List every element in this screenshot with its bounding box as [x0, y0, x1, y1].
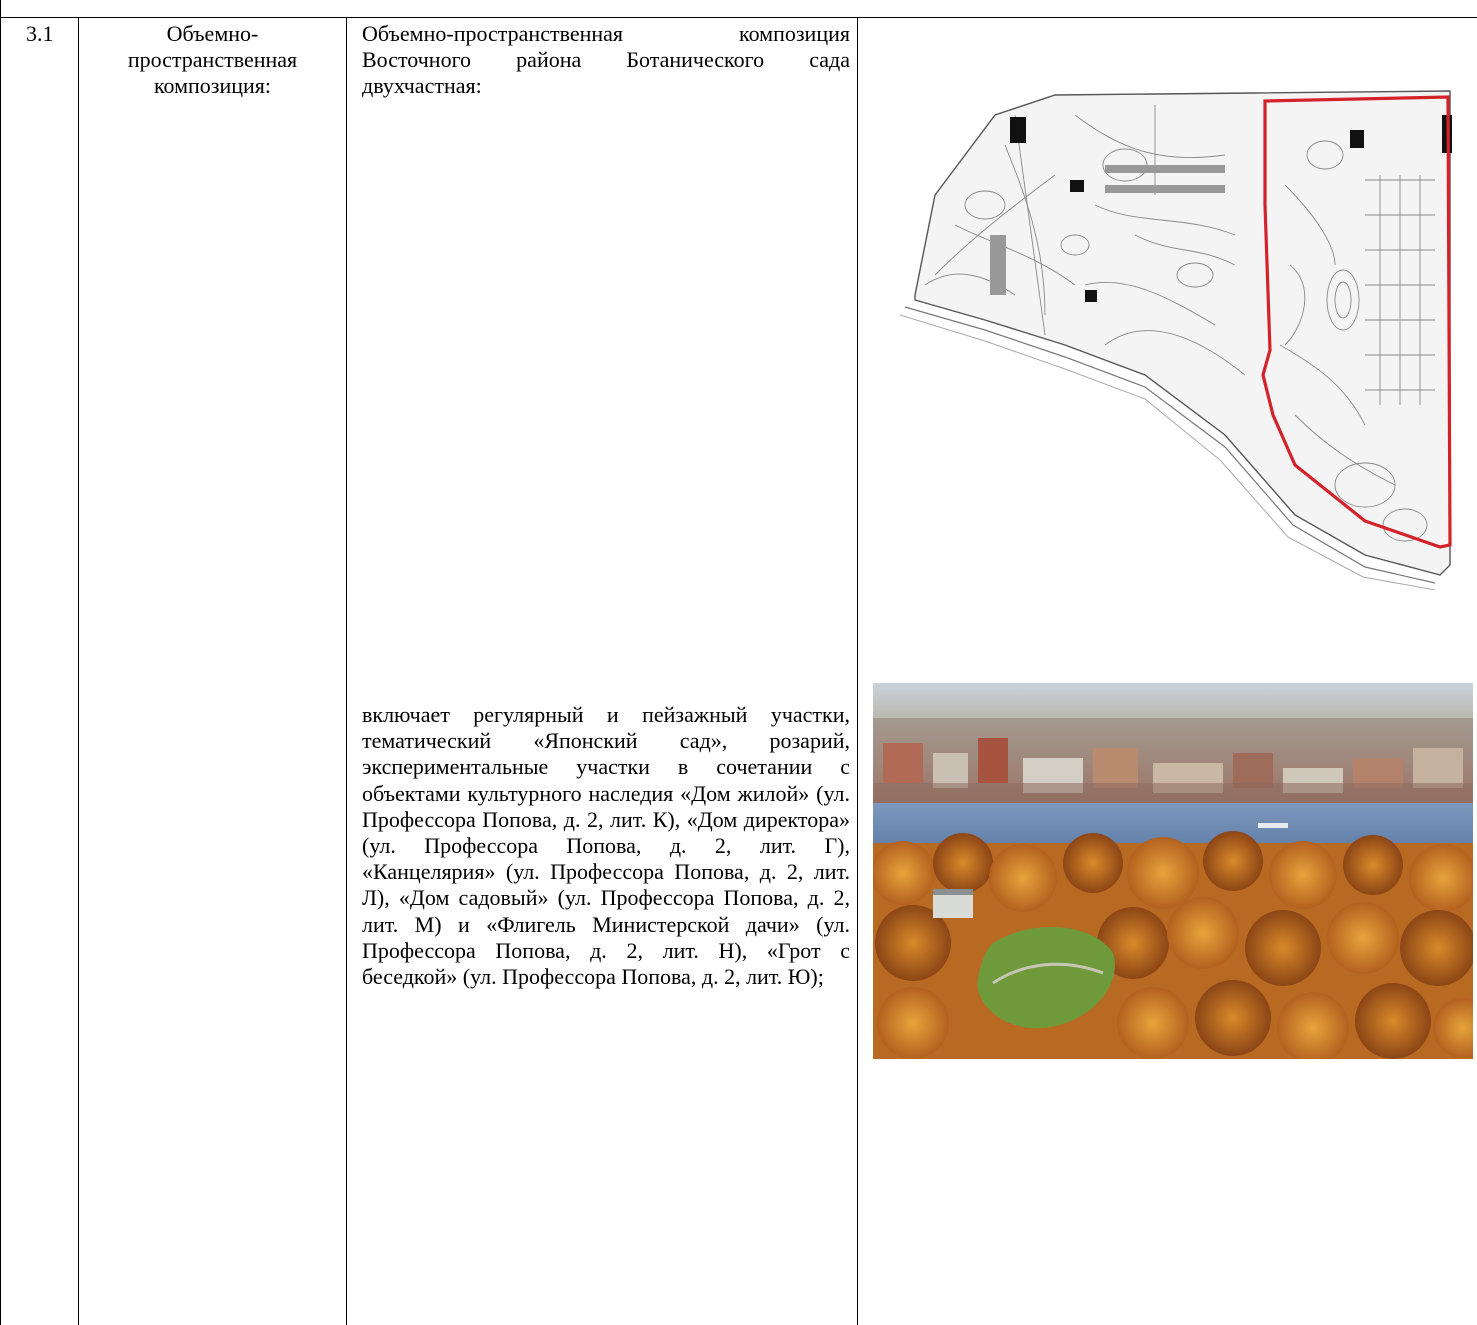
table-left-border — [0, 0, 1, 1325]
river-bank-2 — [899, 314, 1436, 590]
aerial-autumn-photo — [873, 683, 1473, 1059]
photo-boat — [1258, 823, 1288, 828]
description-main-text: включает регулярный и пейзажный участки,… — [362, 702, 850, 990]
plan-greenhouses — [990, 165, 1225, 295]
label-line-2: пространственная — [127, 47, 298, 73]
column-divider-2 — [346, 17, 347, 1325]
plan-outline — [914, 90, 1451, 576]
photo-trees — [873, 831, 1473, 1059]
label-line-3: композиция: — [153, 73, 272, 99]
photo-buildings — [873, 738, 1473, 803]
label-line-1: Объемно- — [166, 21, 259, 46]
column-divider-1 — [78, 17, 79, 1325]
row-number: 3.1 — [26, 21, 54, 46]
aerial-photo-svg — [873, 683, 1473, 1059]
description-intro: Объемно-пространственная композиция Вост… — [362, 21, 850, 100]
plan-grid — [1279, 140, 1435, 542]
garden-plan-map — [895, 85, 1465, 590]
river-bank — [904, 306, 1436, 584]
garden-plan-svg — [899, 90, 1452, 590]
row-label: Объемно- пространственная композиция: — [79, 21, 346, 100]
photo-lawn — [977, 926, 1115, 1029]
photo-sky — [873, 683, 1473, 723]
description-main: включает регулярный и пейзажный участки,… — [362, 702, 850, 990]
eastern-district-boundary — [1261, 95, 1452, 549]
description-intro-text: Объемно-пространственная композиция Вост… — [362, 21, 850, 99]
photo-house-roof — [933, 889, 973, 895]
photo-lawn-path — [992, 962, 1104, 985]
photo-house — [933, 893, 973, 918]
column-divider-3 — [857, 17, 858, 1325]
table-top-border — [0, 17, 1477, 18]
plan-paths — [924, 105, 1246, 376]
